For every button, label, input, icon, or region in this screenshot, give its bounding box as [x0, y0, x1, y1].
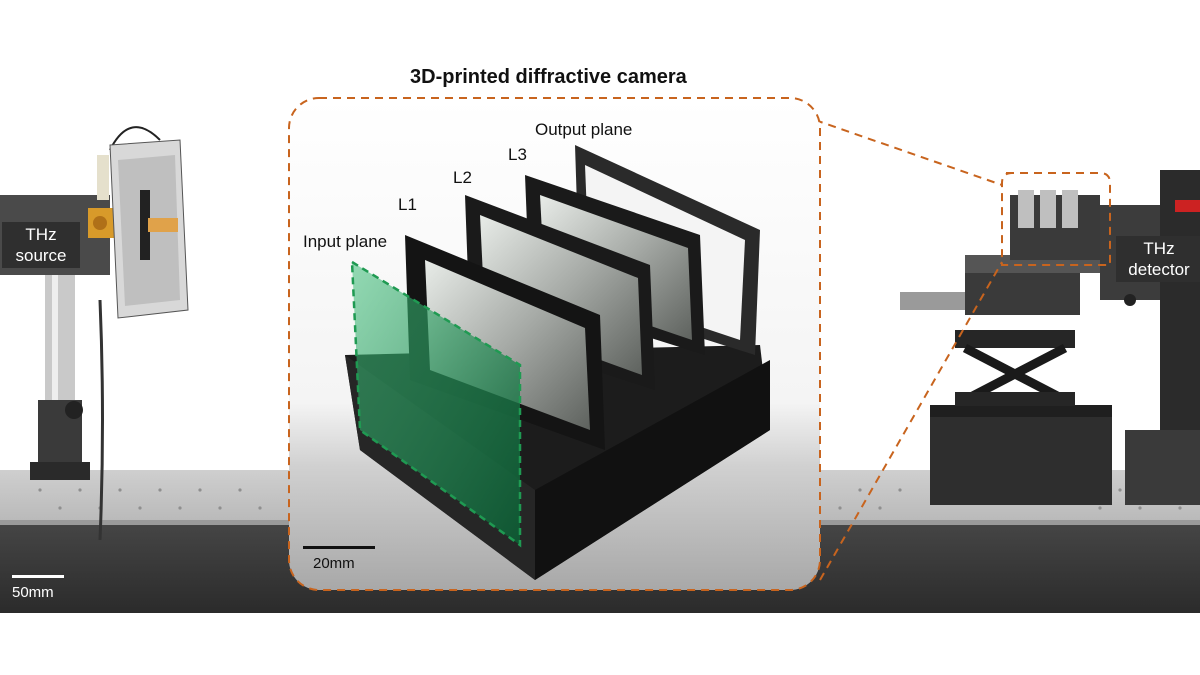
table-scale-bar — [12, 575, 64, 578]
l3-label: L3 — [508, 145, 527, 164]
thz-source-label: THz source — [2, 222, 80, 268]
thz-detector-line1: THz — [1143, 239, 1175, 258]
inset-photo — [288, 97, 821, 591]
figure-title: 3D-printed diffractive camera — [410, 66, 687, 88]
table-scale-label: 50mm — [12, 584, 54, 601]
output-plane-label: Output plane — [535, 120, 633, 139]
thz-detector-assembly — [900, 170, 1200, 505]
inset-scale-label: 20mm — [313, 555, 355, 572]
thz-source-line1: THz — [25, 225, 57, 244]
thz-detector-line2: detector — [1128, 260, 1190, 279]
l1-label: L1 — [398, 195, 417, 214]
l2-label: L2 — [453, 168, 472, 187]
thz-source-line2: source — [15, 246, 67, 265]
thz-detector-label: THz detector — [1116, 236, 1200, 282]
callout-lines — [814, 119, 1111, 581]
inset-scale-bar — [303, 546, 375, 549]
input-plane-label: Input plane — [303, 232, 388, 251]
